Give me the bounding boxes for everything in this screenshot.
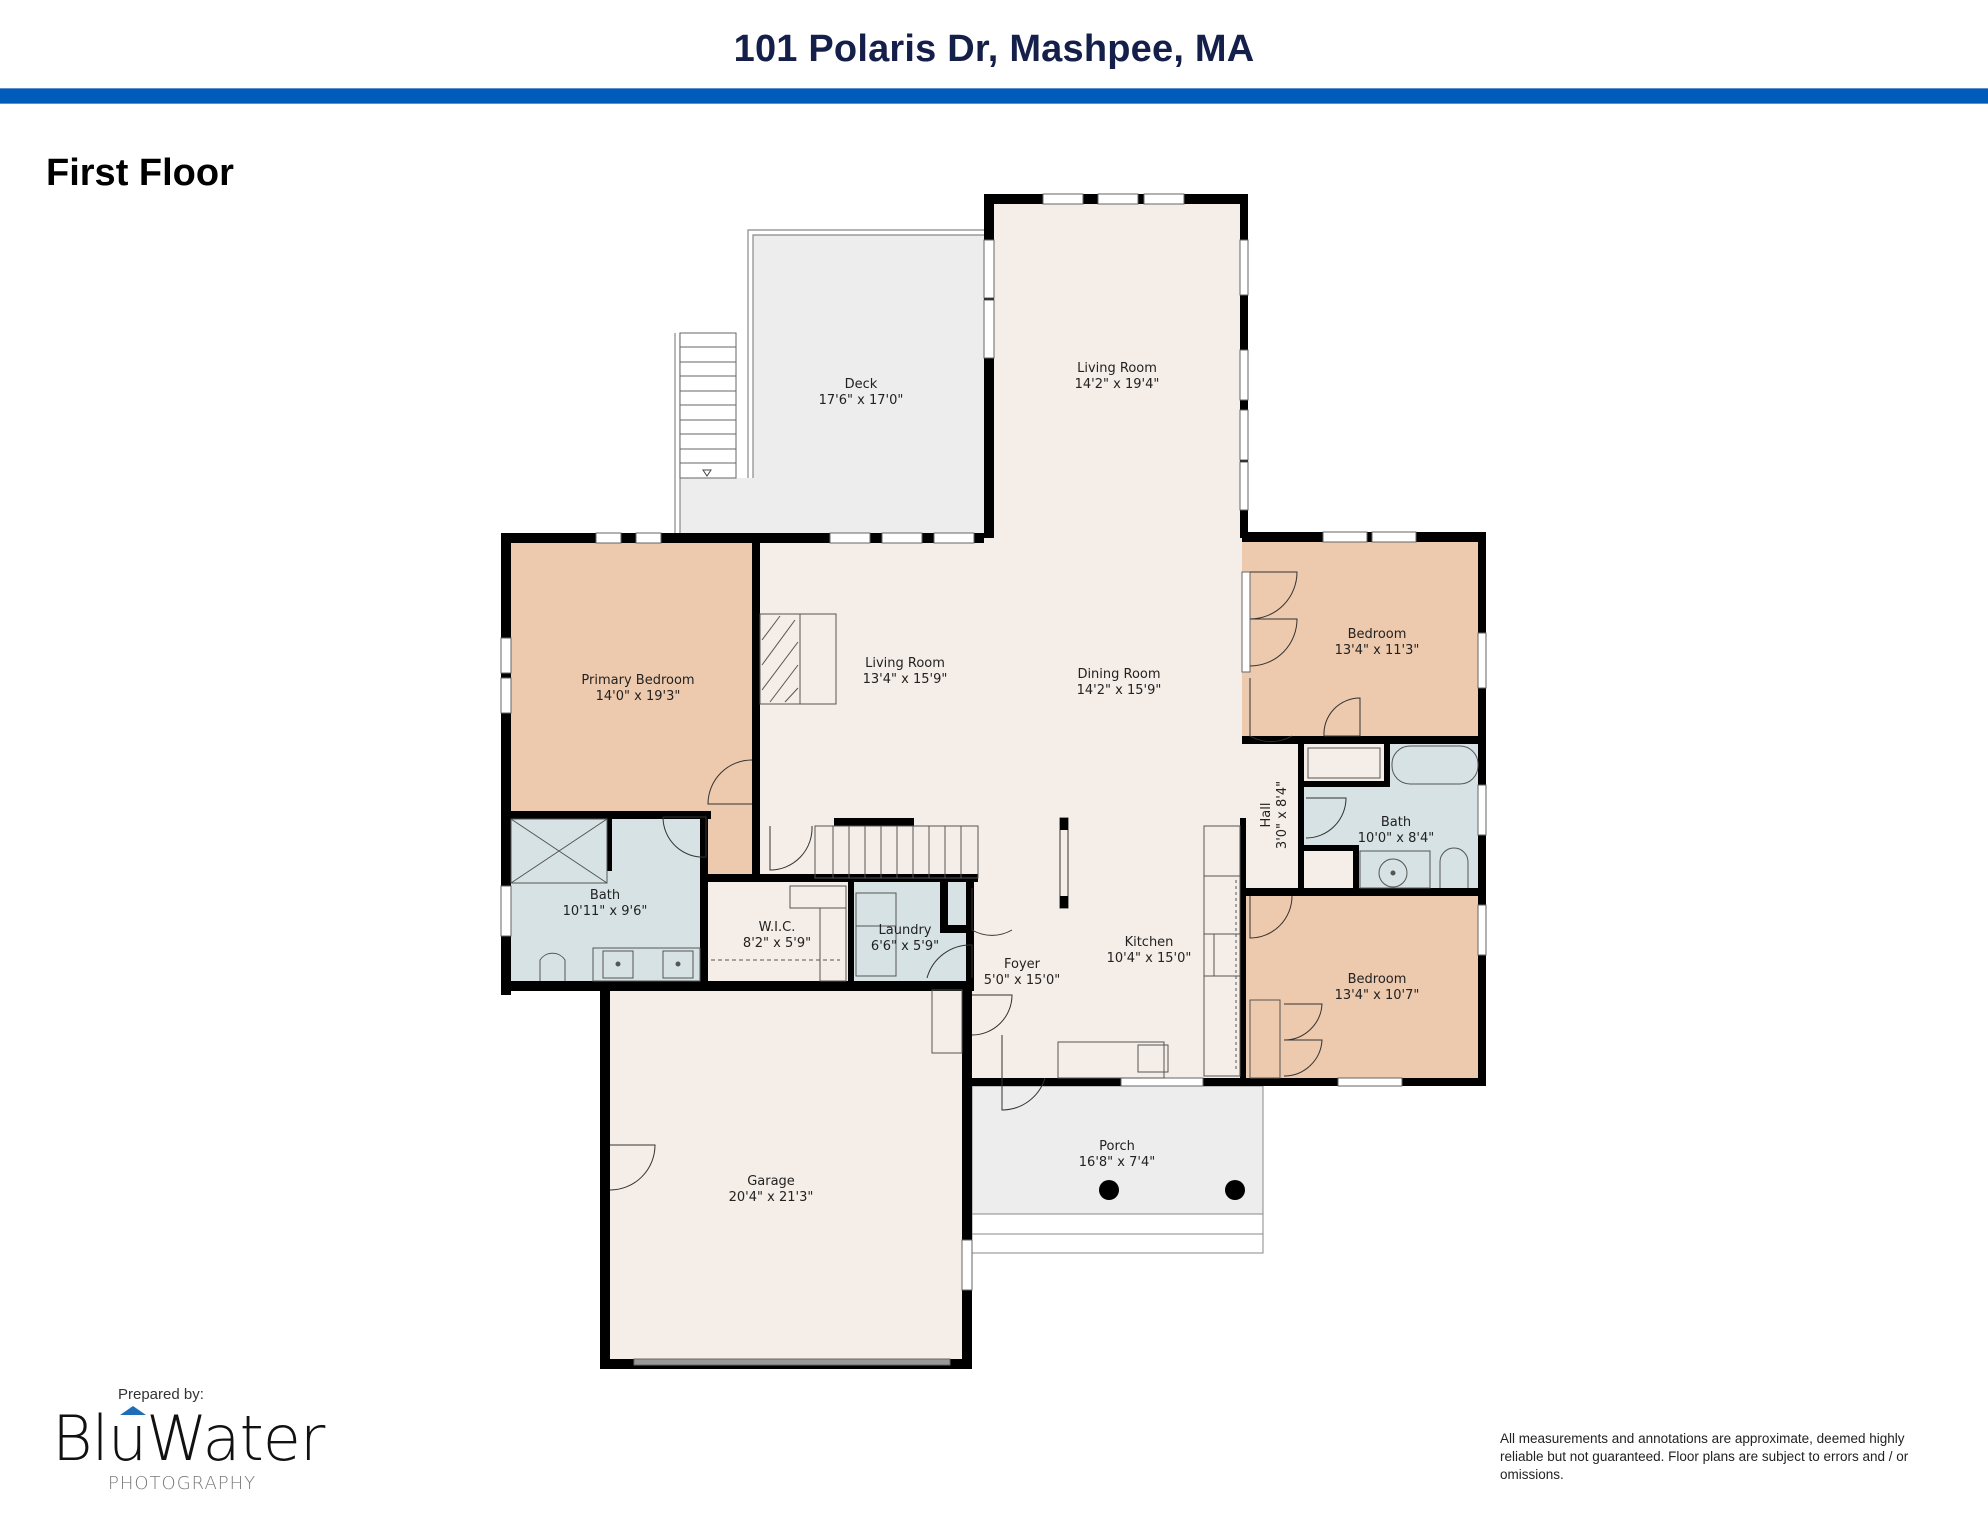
room-name-wic: W.I.C. (759, 920, 796, 935)
room-name-bedroom-lower: Bedroom (1348, 972, 1407, 987)
room-name-bath-right: Bath (1381, 815, 1411, 830)
windows (500, 193, 1487, 1366)
room-dims-garage: 20'4" x 21'3" (729, 1190, 814, 1205)
room-name-bedroom-upper: Bedroom (1348, 627, 1407, 642)
room-dims-primary-bedroom: 14'0" x 19'3" (596, 689, 681, 704)
room-name-laundry: Laundry (879, 923, 932, 938)
room-dims-kitchen: 10'4" x 15'0" (1107, 951, 1192, 966)
room-name-foyer: Foyer (1004, 957, 1041, 972)
room-labels: Deck 17'6" x 17'0" Living Room 14'2" x 1… (563, 361, 1435, 1205)
room-dims-foyer: 5'0" x 15'0" (984, 973, 1060, 988)
room-name-garage: Garage (747, 1174, 795, 1189)
room-dims-deck: 17'6" x 17'0" (819, 393, 904, 408)
disclaimer-text: All measurements and annotations are app… (1500, 1431, 1909, 1482)
room-name-porch: Porch (1099, 1139, 1135, 1154)
porch-column (1099, 1180, 1119, 1200)
room-dims-bedroom-lower: 13'4" x 10'7" (1335, 988, 1420, 1003)
page-title: 101 Polaris Dr, Mashpee, MA (733, 28, 1255, 70)
room-dims-laundry: 6'6" x 5'9" (871, 939, 939, 954)
room-name-kitchen: Kitchen (1125, 935, 1174, 950)
room-dims-dining-room: 14'2" x 15'9" (1077, 683, 1162, 698)
room-dims-bedroom-upper: 13'4" x 11'3" (1335, 643, 1420, 658)
room-name-hall: Hall (1259, 803, 1274, 828)
doors (609, 571, 1361, 1191)
room-dims-porch: 16'8" x 7'4" (1079, 1155, 1155, 1170)
room-dims-hall: 3'0" x 8'4" (1275, 781, 1290, 849)
header-band (0, 88, 1988, 104)
logo-caret-icon (120, 1406, 146, 1415)
bluwater-logo: BluWater (52, 1406, 325, 1470)
room-dims-living-room: 13'4" x 15'9" (863, 672, 948, 687)
room-dims-living-room-upper: 14'2" x 19'4" (1075, 377, 1160, 392)
room-name-primary-bedroom: Primary Bedroom (581, 673, 694, 688)
room-name-living-room: Living Room (865, 656, 945, 671)
room-dims-wic: 8'2" x 5'9" (743, 936, 811, 951)
room-name-deck: Deck (845, 377, 878, 392)
logo-subtitle: PHOTOGRAPHY (108, 1473, 257, 1494)
logo-text: BluWater (52, 1402, 325, 1475)
floor-label: First Floor (46, 152, 234, 194)
deck-stairs (679, 332, 737, 479)
prepared-by-label: Prepared by: (118, 1386, 204, 1403)
room-dims-bath-right: 10'0" x 8'4" (1358, 831, 1434, 846)
room-dims-bath-primary: 10'11" x 9'6" (563, 904, 648, 919)
room-name-dining-room: Dining Room (1077, 667, 1160, 682)
room-name-living-room-upper: Living Room (1077, 361, 1157, 376)
porch-column (1225, 1180, 1245, 1200)
deck (674, 229, 984, 533)
fixtures (510, 613, 1479, 1079)
room-name-bath-primary: Bath (590, 888, 620, 903)
